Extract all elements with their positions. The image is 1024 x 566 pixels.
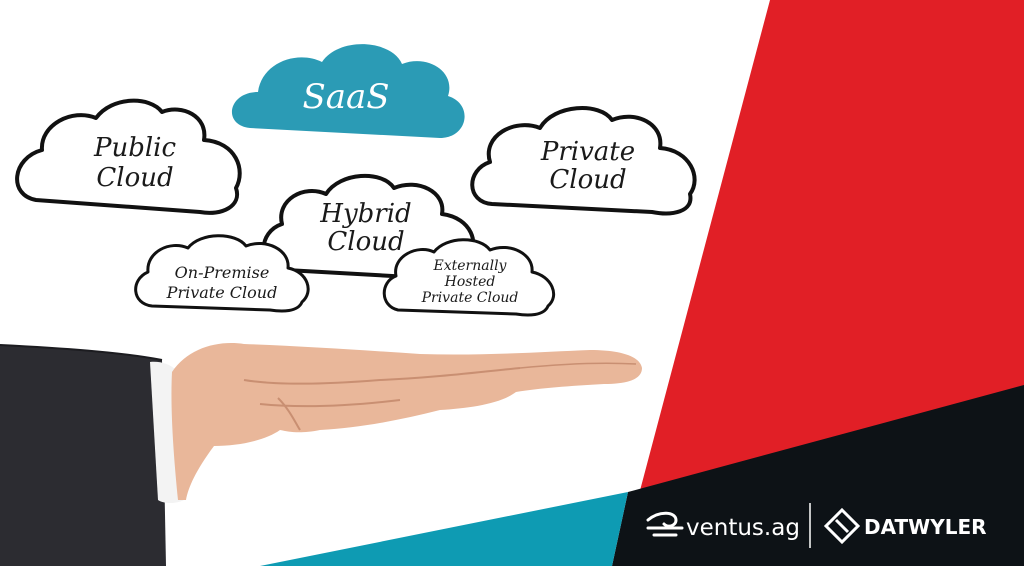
external-line2: Hosted (444, 274, 496, 290)
hybrid-cloud-line2: Cloud (327, 227, 404, 257)
public-cloud-line1: Public (93, 133, 177, 163)
external-line1: Externally (433, 258, 508, 274)
saas-cloud: SaaS (231, 44, 465, 138)
wind-swoosh-icon (646, 511, 684, 537)
datwyler-brand: DATWYLER (823, 507, 987, 545)
private-cloud: Private Cloud (470, 106, 697, 216)
external-line3: Private Cloud (421, 290, 519, 306)
ventus-brand: ventus.ag (646, 511, 800, 541)
saas-label: SaaS (302, 77, 389, 117)
teal-corner-panel (260, 492, 628, 566)
on-premise-cloud: On-Premise Private Cloud (134, 234, 310, 313)
on-premise-line2: Private Cloud (166, 283, 278, 302)
ventus-wordmark: ventus.ag (686, 515, 800, 541)
hybrid-cloud-line1: Hybrid (319, 199, 411, 229)
arm-sleeve (0, 344, 166, 566)
black-corner-panel (612, 385, 1024, 566)
diamond-outline-icon (823, 507, 861, 545)
open-palm-hand (171, 343, 643, 500)
public-cloud-line2: Cloud (96, 163, 173, 193)
on-premise-line1: On-Premise (175, 263, 270, 282)
private-cloud-line2: Cloud (549, 165, 626, 195)
datwyler-wordmark: DATWYLER (864, 515, 987, 539)
external-cloud: Externally Hosted Private Cloud (382, 238, 555, 317)
private-cloud-line1: Private (540, 137, 635, 167)
public-cloud: Public Cloud (15, 98, 242, 215)
